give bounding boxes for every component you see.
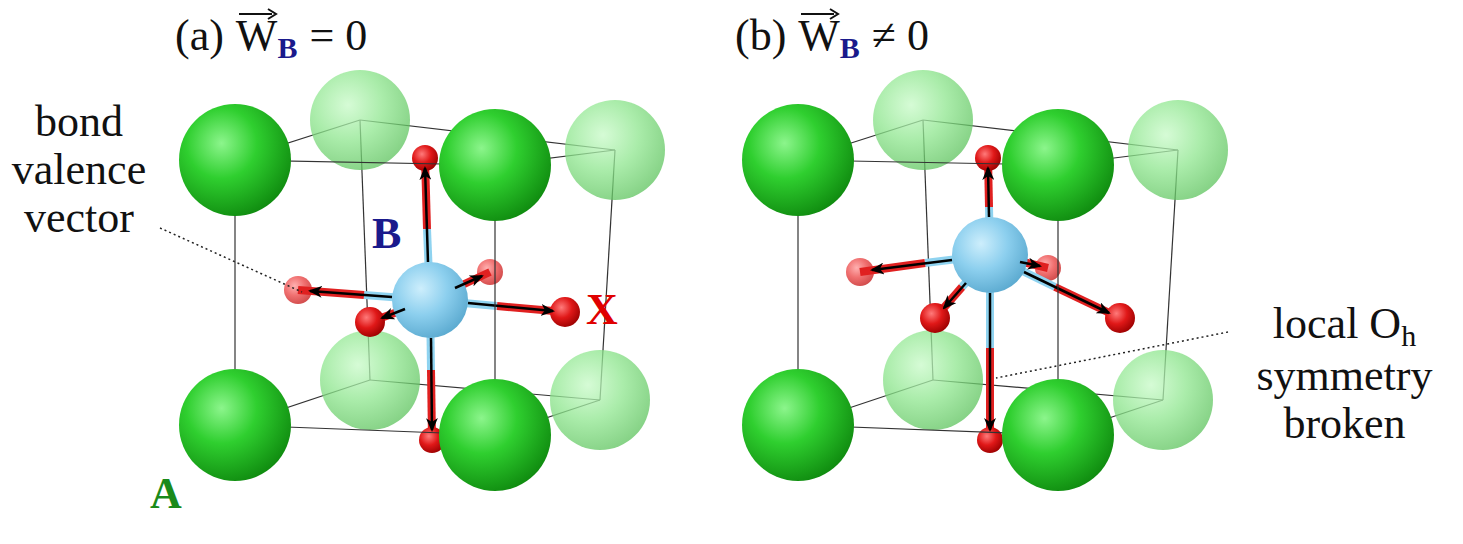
vector-value: ≠ 0 [872,12,929,60]
vector-name: W [798,11,840,60]
cell-a [160,70,665,491]
vector-arrow [800,8,840,20]
atom-label: B [372,210,401,258]
cell-b [742,70,1228,491]
callout-text: local O [1273,299,1401,348]
atom-label: A [150,470,182,518]
panel-title: (b) W B ≠ 0 [735,12,929,64]
panel-letter: (b) [735,12,786,60]
leader-line [996,332,1228,378]
callout-subscript: h [1401,319,1416,352]
leader-line [160,228,302,292]
vector-subscript: B [840,24,860,72]
callout-label: bond valence vector [4,98,154,242]
vector-arrow [238,8,278,20]
atom-label: X [586,286,618,334]
callout-text: symmetry broken [1232,352,1457,448]
vector-value: = 0 [309,12,367,60]
panel-title: (a) W B = 0 [175,12,367,64]
callout-label: local Oh symmetry broken [1232,300,1457,448]
vector-subscript: B [277,24,297,72]
vector-symbol: W [236,12,278,60]
panel-letter: (a) [175,12,224,60]
vector-name: W [236,11,278,60]
vector-symbol: W [798,12,840,60]
